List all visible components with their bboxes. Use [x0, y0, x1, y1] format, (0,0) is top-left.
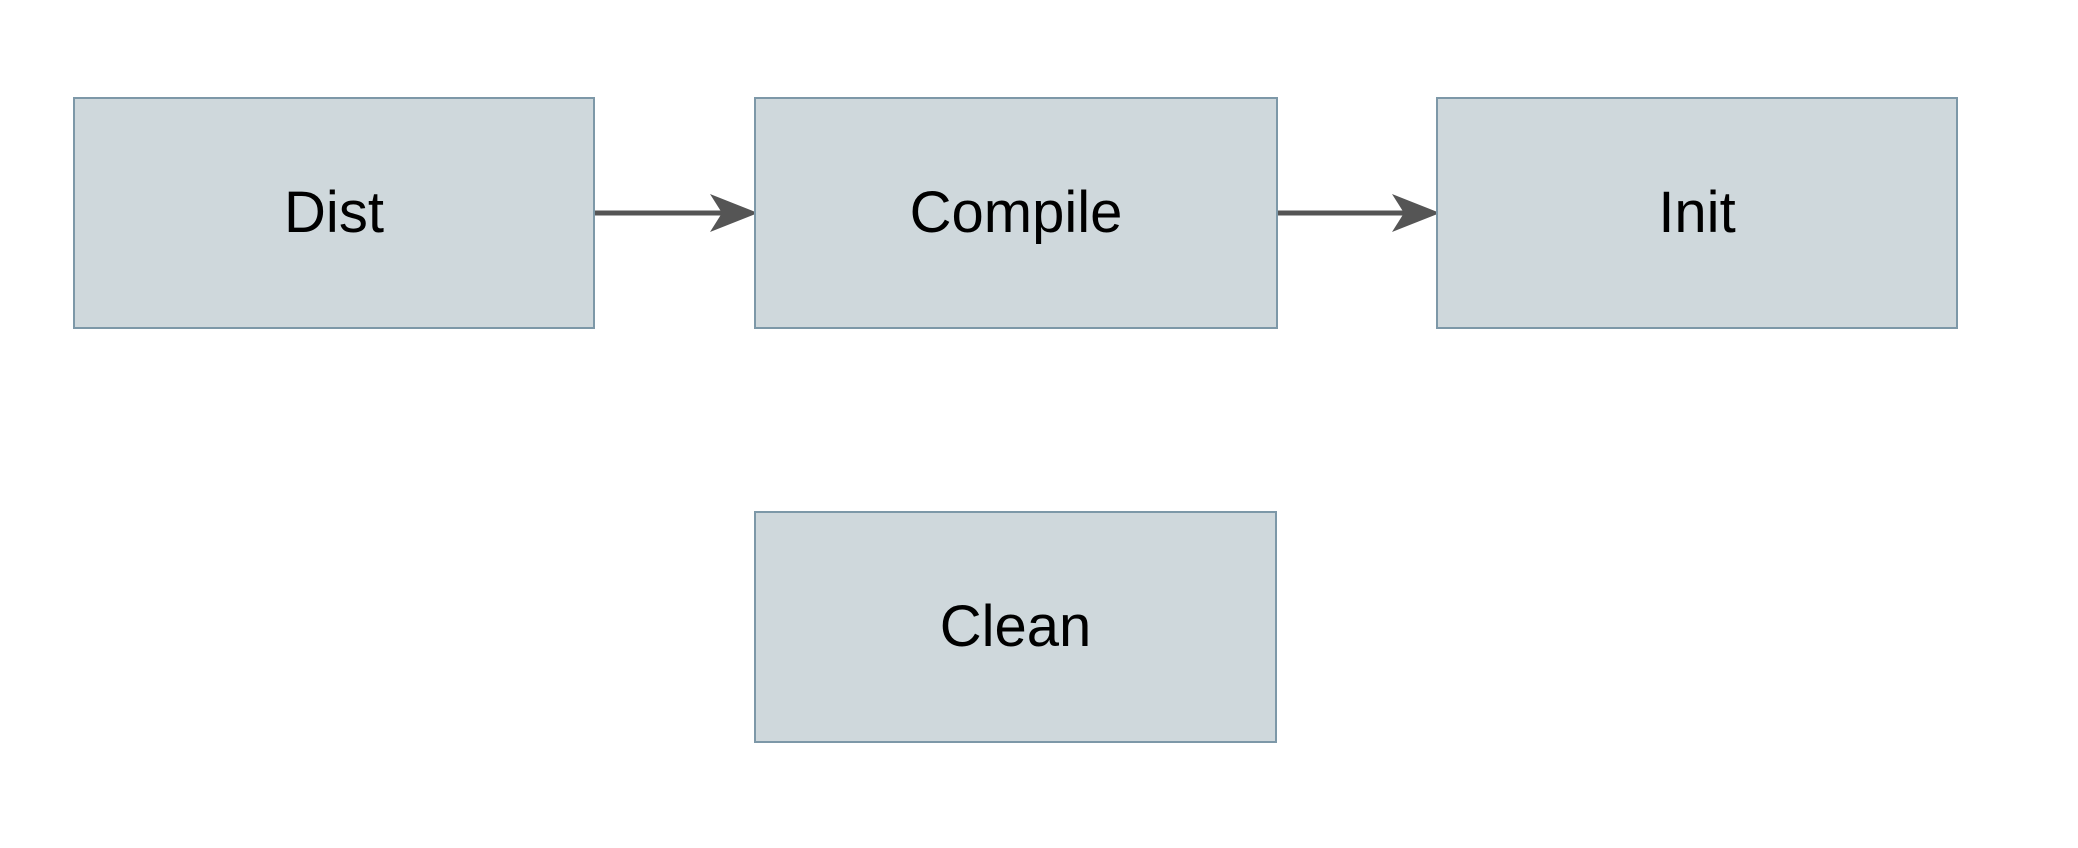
edge-dist-to-compile: [595, 194, 758, 232]
node-dist[interactable]: Dist: [73, 97, 595, 329]
node-clean-label: Clean: [939, 594, 1092, 659]
node-init[interactable]: Init: [1436, 97, 1958, 329]
node-compile[interactable]: Compile: [754, 97, 1278, 329]
node-init-label: Init: [1658, 180, 1736, 245]
edge-compile-to-init: [1278, 194, 1440, 232]
node-clean[interactable]: Clean: [754, 511, 1277, 743]
node-compile-label: Compile: [909, 180, 1123, 245]
node-dist-label: Dist: [284, 180, 384, 245]
